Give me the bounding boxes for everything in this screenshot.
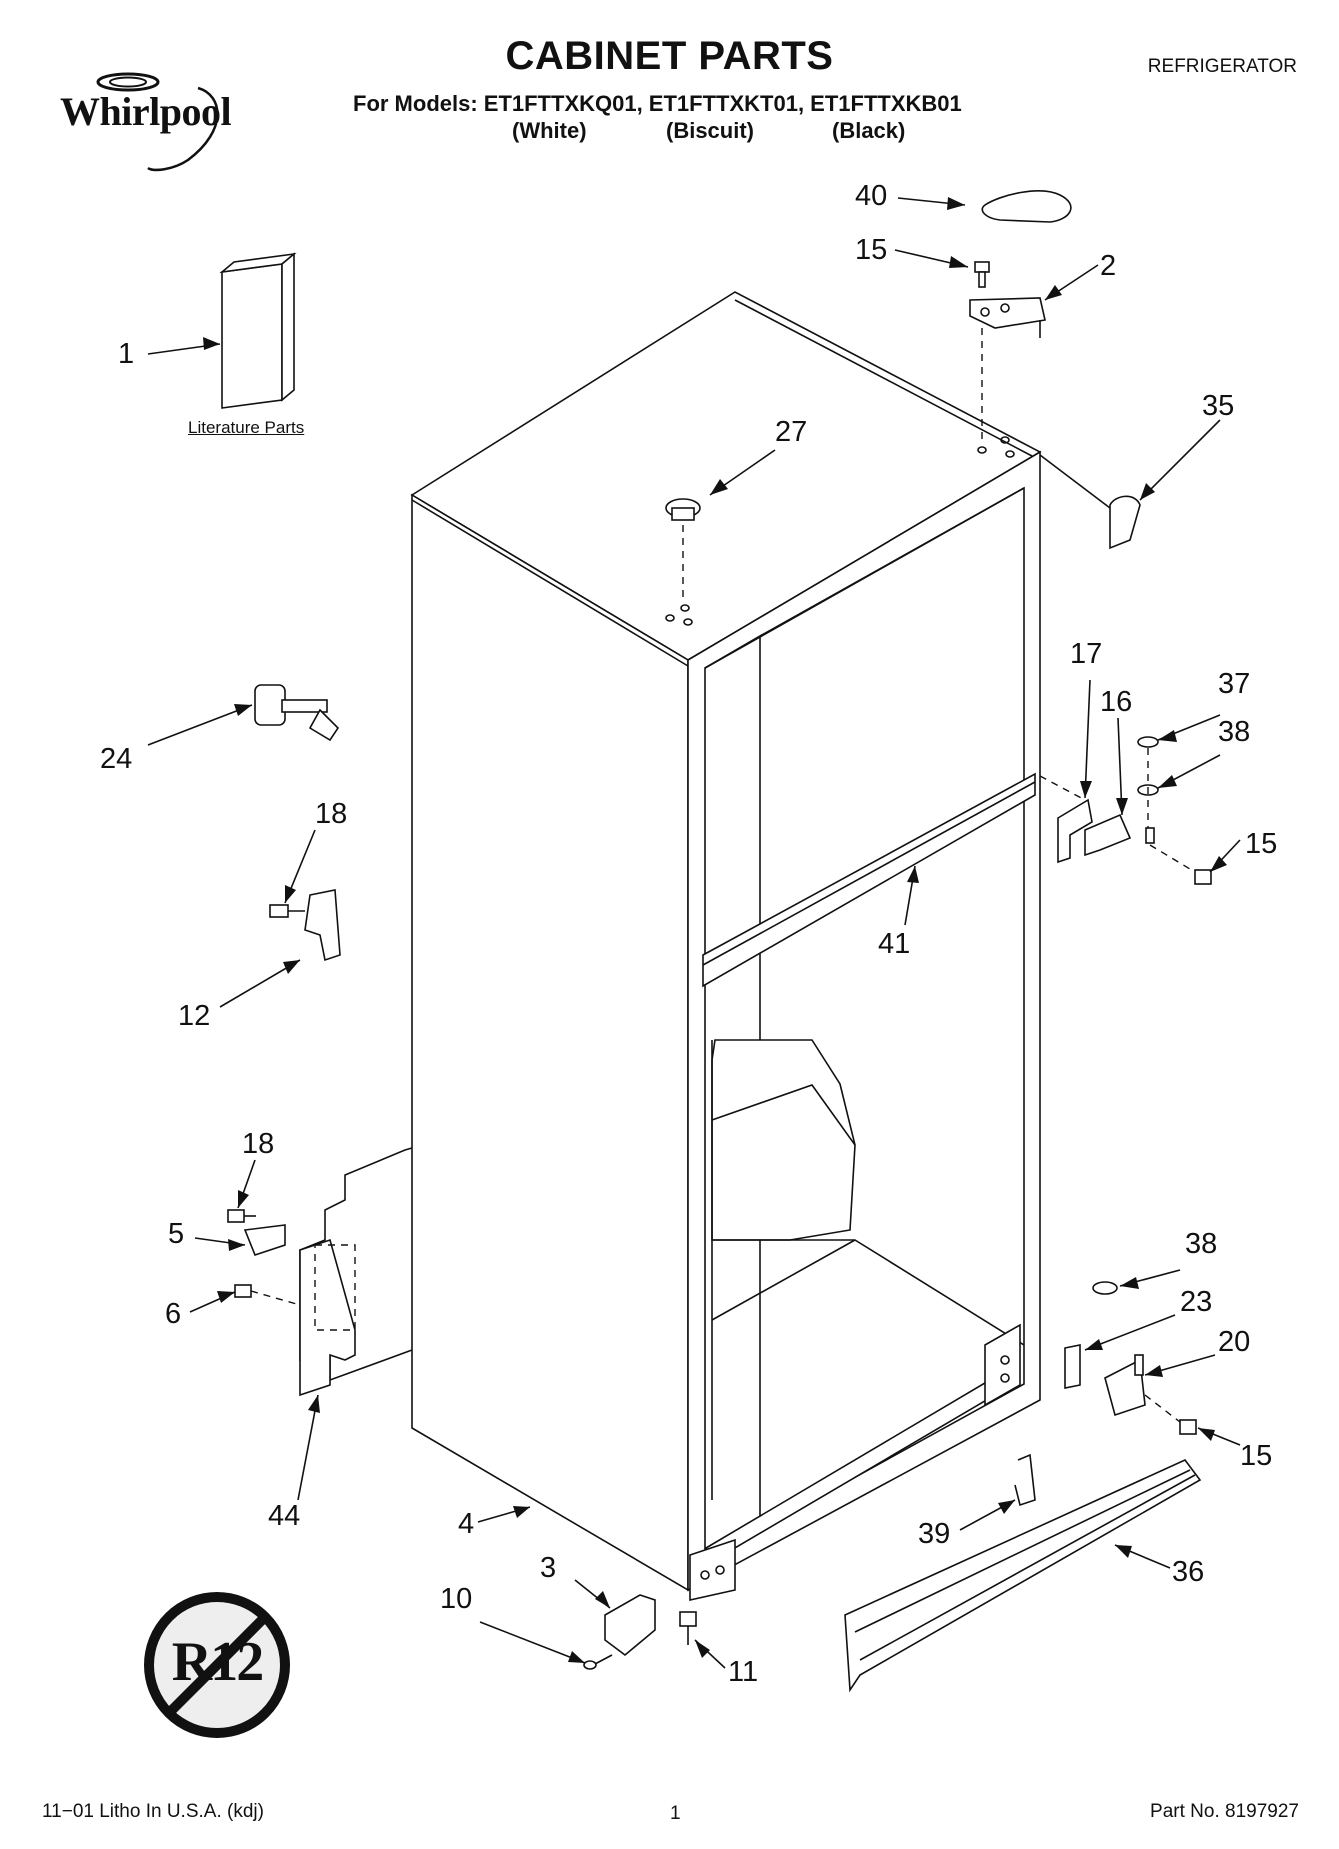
callout-4: 4 <box>458 1508 475 1540</box>
callout-5: 5 <box>168 1218 185 1250</box>
literature-book <box>219 252 297 409</box>
callout-44: 44 <box>268 1500 301 1532</box>
color-black: (Black) <box>832 118 906 143</box>
cabinet-interior <box>711 1039 1025 1500</box>
leveling-parts <box>583 1594 697 1670</box>
callout-15-middle: 15 <box>1245 828 1278 860</box>
callout-27: 27 <box>775 416 808 448</box>
lower-hinge-assembly <box>1064 1281 1197 1435</box>
center-hinge-assembly <box>1039 736 1212 885</box>
prohibition-icon <box>144 1592 290 1738</box>
page-title: CABINET PARTS <box>505 34 834 78</box>
bottom-rail <box>689 1323 1021 1601</box>
door-stop-24 <box>254 684 340 742</box>
callout-36: 36 <box>1172 1556 1205 1588</box>
cabinet-shell <box>410 291 1042 1592</box>
toe-grille-36 <box>844 1453 1202 1693</box>
top-holes <box>665 436 1015 626</box>
r12-text: R12 <box>171 1631 264 1693</box>
callout-35: 35 <box>1202 390 1235 422</box>
footer-part-number: Part No. 8197927 <box>1150 1801 1299 1822</box>
footer-page-number: 1 <box>670 1803 681 1824</box>
callout-15-lower: 15 <box>1240 1440 1273 1472</box>
callout-20: 20 <box>1218 1326 1251 1358</box>
top-plug <box>665 498 701 598</box>
callout-24: 24 <box>100 743 133 775</box>
callout-3: 3 <box>540 1552 557 1584</box>
callout-18-upper: 18 <box>315 798 348 830</box>
callout-37: 37 <box>1218 668 1251 700</box>
model-list: For Models: ET1FTTXKQ01, ET1FTTXKT01, ET… <box>353 91 962 116</box>
brand-logo: Whirlpool <box>48 60 288 180</box>
product-type: REFRIGERATOR <box>1147 56 1297 77</box>
leader-arrows <box>147 197 1241 1669</box>
callout-41: 41 <box>878 928 911 960</box>
center-crossbar <box>702 772 1036 988</box>
callout-11: 11 <box>728 1656 759 1688</box>
upper-hinge-assembly <box>969 190 1072 440</box>
callout-1: 1 <box>118 338 135 370</box>
callout-38-lower: 38 <box>1185 1228 1218 1260</box>
callout-18-lower: 18 <box>242 1128 275 1160</box>
hinge-cover-35 <box>1039 454 1141 550</box>
color-biscuit: (Biscuit) <box>666 118 754 143</box>
callout-12: 12 <box>178 1000 211 1032</box>
callout-23: 23 <box>1180 1286 1213 1318</box>
bracket-12 <box>269 889 341 962</box>
callout-10: 10 <box>440 1583 473 1615</box>
callout-17: 17 <box>1070 638 1103 670</box>
callout-15-top: 15 <box>855 234 888 266</box>
no-r12-badge: R12 <box>142 1590 292 1740</box>
side-bracket-44 <box>227 1147 413 1397</box>
arrow-heads <box>203 197 1227 1663</box>
callout-38-upper: 38 <box>1218 716 1251 748</box>
callout-39: 39 <box>918 1518 951 1550</box>
callout-40: 40 <box>855 180 888 212</box>
literature-parts-label: Literature Parts <box>188 418 305 437</box>
footer-print-info: 11−01 Litho In U.S.A. (kdj) <box>42 1801 264 1822</box>
brand-logo-swirl <box>96 72 219 172</box>
callout-16: 16 <box>1100 686 1133 718</box>
brand-logo-text: Whirlpool <box>60 89 232 134</box>
callout-2: 2 <box>1100 250 1117 282</box>
color-white: (White) <box>512 118 587 143</box>
callout-6: 6 <box>165 1298 182 1330</box>
